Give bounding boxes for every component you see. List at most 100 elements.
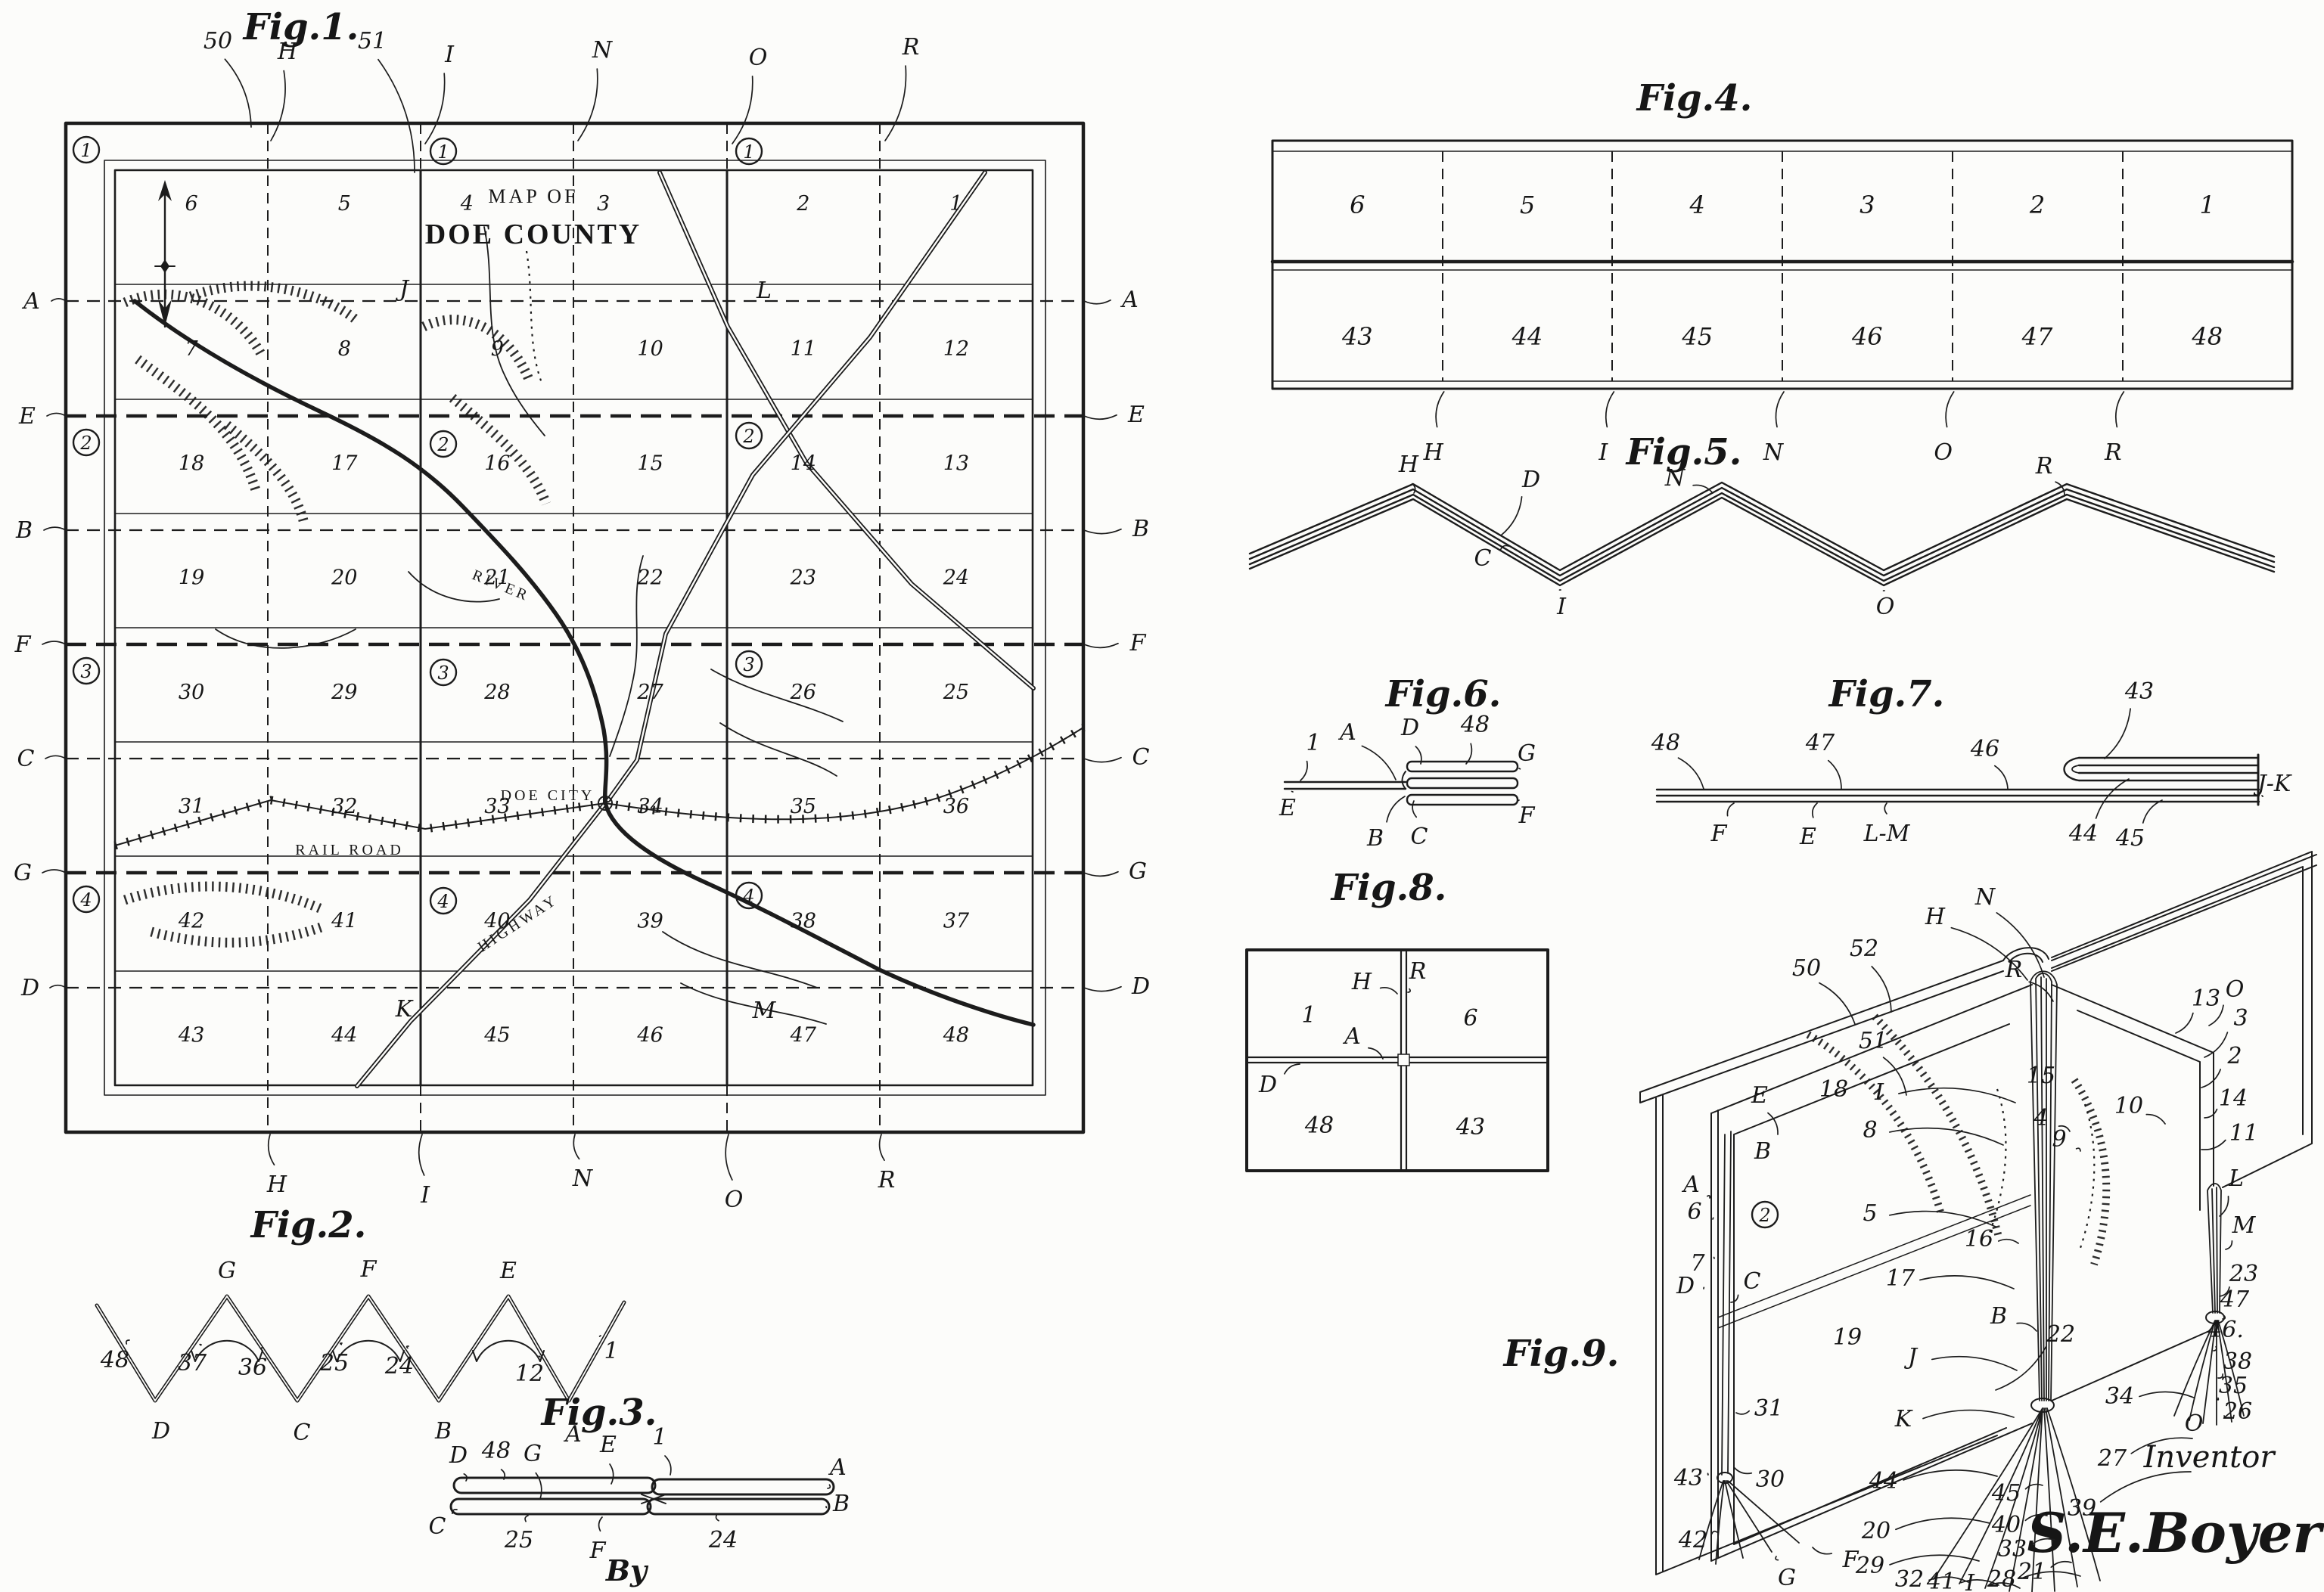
fig9-20: 20	[1861, 1518, 1891, 1544]
fig1-section-2b-circle	[429, 430, 458, 458]
fig9-l: L	[2228, 1165, 2244, 1192]
fig9-e: E	[1751, 1082, 1768, 1109]
fig9-j-leader	[1931, 1355, 2018, 1371]
fig7-folded-stack	[2077, 756, 2259, 782]
fig2-seg-25-leader	[339, 1342, 343, 1345]
fig9-i-leader	[1898, 1087, 2016, 1103]
fig8-center-node	[1397, 1054, 1410, 1066]
fig2-seg-12: 12	[515, 1361, 544, 1387]
fig9-m-leader	[2225, 1240, 2233, 1250]
fig1-section-2a-circle	[72, 428, 101, 457]
fig7-48: 48	[1651, 730, 1680, 756]
fig9-47-leader	[2222, 1315, 2226, 1320]
fig2-valley-c: C	[294, 1420, 311, 1446]
fig2-seg-48: 48	[100, 1347, 129, 1373]
fig7-fold-bend-inner	[2071, 765, 2080, 774]
fig2-seg-36-leader	[260, 1347, 264, 1351]
fig9-left-fan	[1698, 1480, 1800, 1565]
fig2-seg-25: 25	[319, 1350, 349, 1376]
fig1-cell-9: 9	[491, 337, 504, 361]
fig4-cell-3: 3	[1860, 191, 1875, 219]
fig3-flat-fold	[449, 1476, 835, 1516]
fig7-43-leader	[2104, 708, 2131, 759]
fig6-a-leader	[1361, 745, 1397, 780]
fig9-right-bundle	[2207, 1183, 2222, 1314]
fig9-22-leader	[1995, 1346, 2047, 1391]
fig1-cell-7: 7	[185, 337, 199, 361]
fig3-g-leader	[535, 1472, 542, 1500]
fig1-section-1c: 1	[743, 141, 754, 163]
fig9-27: 27	[2097, 1445, 2127, 1472]
fig9-14: 14	[2219, 1085, 2248, 1112]
fig6-48-leader	[1465, 743, 1473, 765]
fig9-28: 28	[1987, 1566, 2016, 1592]
fig2-seg-24-leader	[405, 1345, 409, 1349]
fig2-seg-24: 24	[384, 1353, 414, 1379]
fig1-row-a-right: A	[1120, 287, 1139, 313]
fig9-b-mid: B	[1990, 1303, 2007, 1330]
inventor-caption: Inventor	[2143, 1440, 2277, 1475]
fig1-cell-36: 36	[943, 795, 969, 818]
fig1-row-d-right: D	[1131, 973, 1150, 1000]
fig3-strip-4	[646, 1497, 831, 1516]
fig1-cell-38: 38	[791, 909, 816, 933]
fig9-42: 42	[1678, 1527, 1707, 1553]
fig1-cell-4: 4	[460, 192, 474, 216]
fig4-letter-H: H	[1423, 439, 1444, 466]
fig9-31: 31	[1754, 1395, 1783, 1422]
fig1-cell-11: 11	[791, 337, 816, 361]
fig1-cell-44: 44	[331, 1024, 357, 1047]
fig7-main-strip	[1655, 788, 2260, 803]
fig3-strip-1	[452, 1476, 657, 1494]
fig1-fold-r-bottom-leader	[878, 1134, 885, 1162]
fig1-section-1a-circle	[72, 135, 101, 164]
fig1-pt-j: J	[395, 276, 410, 303]
fig9-16: 16	[1965, 1226, 1993, 1252]
fig4-cell-48: 48	[2191, 322, 2223, 351]
fig1-section-3c-circle	[735, 650, 763, 678]
fig9-f-leader	[1812, 1547, 1833, 1555]
fig2-valley-d: D	[151, 1418, 170, 1445]
fig8-outline	[1245, 948, 1549, 1172]
fig1-fold-h-top-leader	[270, 70, 286, 141]
fig1-map	[64, 121, 1086, 1134]
fig9-52: 52	[1850, 936, 1878, 962]
fig1-ref-51-leader	[377, 58, 415, 173]
fig7-45-leader	[2142, 799, 2163, 824]
fig4-title: Fig.4.	[1636, 77, 1753, 119]
fig1-cell-21: 21	[483, 566, 510, 590]
fig8-d: D	[1258, 1072, 1277, 1098]
fig1-row-f-left-leader	[42, 641, 67, 645]
fig5-zigzag	[1248, 481, 2276, 587]
fig3-48-leader	[500, 1469, 506, 1480]
fig2-title: Fig.2.	[250, 1204, 367, 1246]
fig6-d: D	[1400, 715, 1419, 741]
fig1-fold-columns	[267, 123, 881, 1132]
fig6-f: F	[1518, 802, 1536, 829]
fig4-cell-46: 46	[1851, 322, 1883, 351]
fig1-road-b-center	[607, 171, 986, 802]
fig7-45: 45	[2115, 825, 2145, 852]
fig2-fold-profile-inner	[96, 1295, 625, 1402]
fig1-cell-26: 26	[790, 681, 816, 704]
fig4-letter-N-leader	[1775, 391, 1785, 428]
fig9-40: 40	[1991, 1512, 2021, 1538]
fig9-e-leader	[1767, 1112, 1779, 1135]
fig6-title: Fig.6.	[1384, 673, 1502, 715]
fig5-r: R	[2035, 453, 2053, 479]
fig1-section-1b: 1	[437, 141, 449, 163]
fig1-row-d-left-leader	[49, 984, 67, 988]
fig4-cell-6: 6	[1350, 191, 1365, 219]
fig1-section-1b-circle	[429, 137, 458, 166]
fig1-sheet-edge	[104, 160, 1046, 1096]
fig9-9: 9	[2052, 1126, 2066, 1153]
fig3-g: G	[524, 1441, 542, 1467]
fig9-dotted-texture	[1988, 1088, 2096, 1249]
fig3-a-leader	[827, 1484, 831, 1489]
fig9-back-right-sheet	[2051, 851, 2313, 1188]
fig1-dry-creek	[525, 250, 543, 383]
fig6-e-leader	[1291, 790, 1294, 793]
fig1-railroad-ties	[113, 724, 1086, 850]
fig6-e: E	[1279, 795, 1296, 821]
